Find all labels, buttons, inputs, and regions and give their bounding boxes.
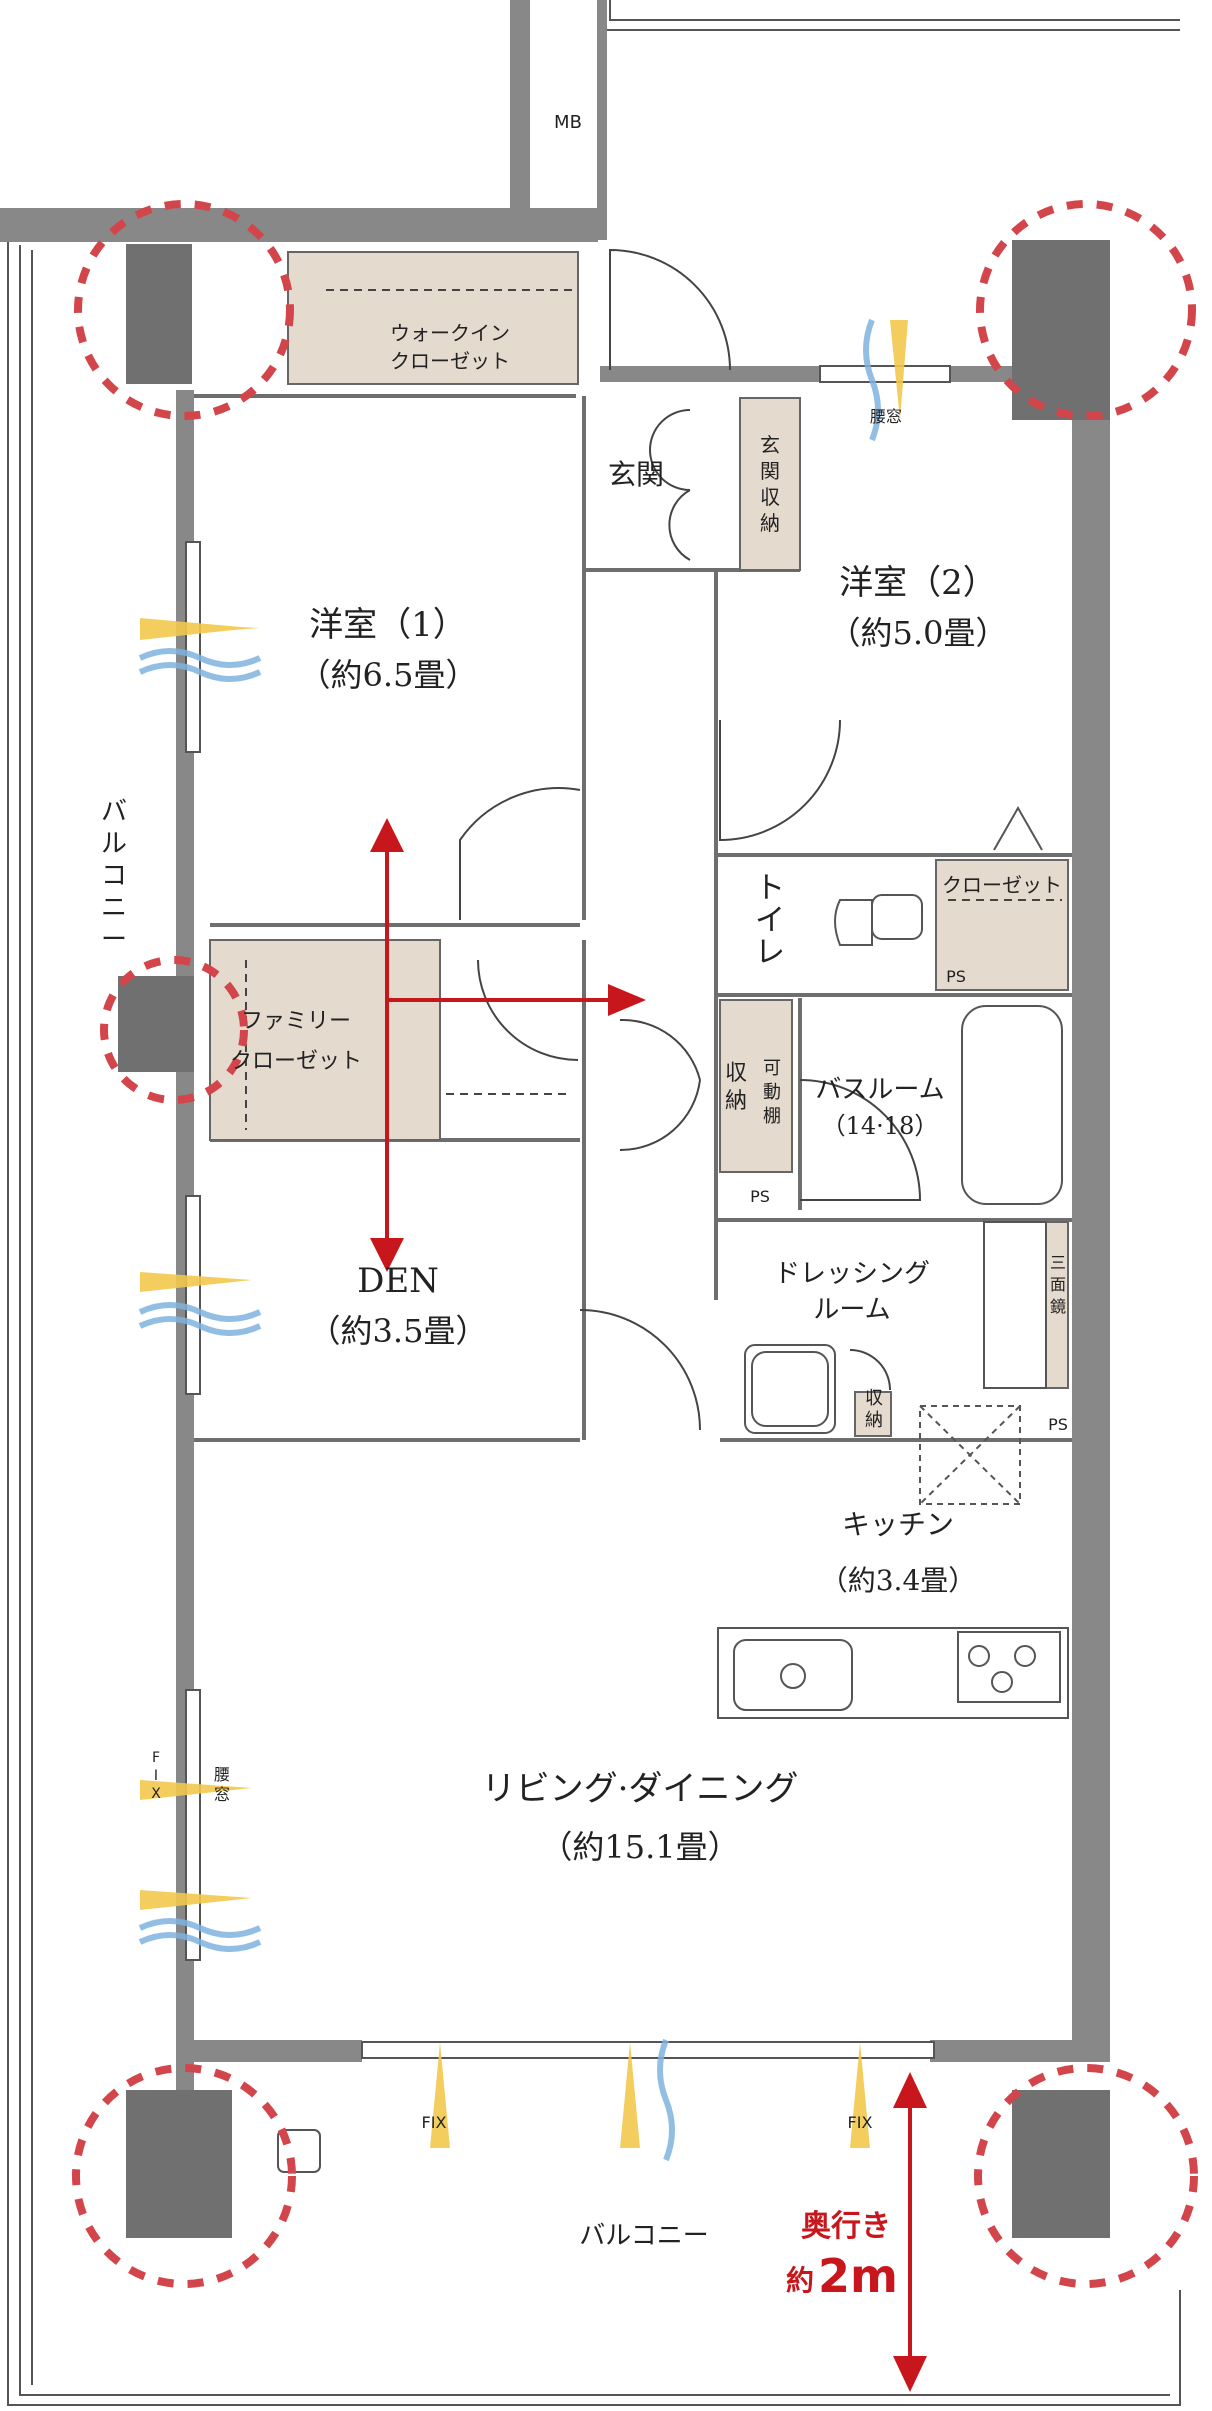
toilet-char: ト: [755, 871, 785, 906]
fix-char: I: [154, 1768, 158, 1784]
fixtures: [277, 805, 1069, 2173]
storage-b-char: 収: [865, 1388, 883, 1409]
walk-in-closet-area: [287, 251, 579, 385]
flow-arrows: [370, 818, 927, 2392]
toilet-char: レ: [755, 935, 785, 970]
balcony-left-char: バ: [101, 797, 127, 827]
closet-fills: [209, 251, 1069, 1437]
balcony-left-char: コ: [101, 861, 127, 891]
living-dining-size: （約15.1畳）: [540, 1828, 739, 1866]
family-closet-label: ファミリー: [241, 1009, 351, 1034]
balcony-left-char: ル: [101, 829, 127, 859]
mirror-char: 鏡: [1050, 1297, 1066, 1316]
fix-char: X: [151, 1786, 161, 1802]
fix-label: FIX: [848, 2113, 873, 2132]
genkan-storage-area: [739, 397, 801, 571]
light-symbols: [140, 320, 908, 2148]
depth-callout: 奥行き 約 2m: [786, 2209, 898, 2303]
bathroom-label: バスルーム: [815, 1075, 944, 1105]
storage-movable-char: 動: [763, 1082, 781, 1103]
dressing-room-label-2: ルーム: [813, 1295, 890, 1325]
western-room-1-label: 洋室（1）: [309, 605, 467, 645]
dressing-room-label: ドレッシング: [774, 1259, 930, 1289]
balcony-bottom-label: バルコニー: [579, 2221, 708, 2251]
depth-callout-title: 奥行き: [801, 2209, 891, 2244]
mb-label: MB: [554, 112, 582, 133]
family-closet-area: [209, 939, 441, 1141]
toilet-char: イ: [755, 903, 785, 938]
ps-label: PS: [1048, 1415, 1068, 1434]
western-room-1-size: （約6.5畳）: [299, 656, 478, 694]
storage-a-char: 納: [725, 1089, 747, 1114]
depth-callout-prefix: 約: [786, 2264, 814, 2297]
balcony-left-char: ニ: [101, 893, 127, 923]
balcony-left-char: ー: [101, 925, 127, 955]
wind-symbols: [138, 318, 881, 2162]
western-room-2-label: 洋室（2）: [839, 563, 997, 603]
koshimado-char: 窓: [214, 1785, 230, 1804]
door-swings: [459, 248, 922, 1431]
depth-callout-value: 2m: [818, 2249, 898, 2303]
storage-area: [719, 999, 793, 1173]
genkan-storage-char: 玄: [760, 433, 780, 457]
storage-movable-char: 可: [763, 1058, 781, 1079]
kitchen-size: （約3.4畳）: [820, 1564, 977, 1597]
genkan-storage-char: 納: [760, 511, 780, 535]
ps-label: PS: [750, 1187, 770, 1206]
storage-a-char: 収: [725, 1061, 747, 1086]
small-storage-area: [854, 1391, 892, 1437]
den-size: （約3.5畳）: [309, 1312, 488, 1350]
interior-partitions: [194, 394, 1072, 1442]
closet-area: [935, 859, 1069, 991]
fix-label: FIX: [422, 2113, 447, 2132]
fix-char: F: [152, 1750, 160, 1766]
storage-b-char: 納: [865, 1410, 883, 1431]
walk-in-closet-label: ウォークイン: [390, 321, 510, 345]
bathroom-size: （14·18）: [822, 1112, 939, 1140]
genkan-storage-char: 関: [760, 459, 780, 483]
column-markers: [72, 200, 1198, 2288]
koshimado-label: 腰窓: [870, 407, 902, 426]
mirror-char: 三: [1050, 1253, 1066, 1272]
closet-label: クローゼット: [942, 873, 1062, 897]
columns: [118, 240, 1110, 2238]
ps-label: PS: [946, 967, 966, 986]
mirror-char: 面: [1050, 1275, 1066, 1294]
kitchen-label: キッチン: [842, 1508, 954, 1541]
room-labels: ウォークイン クローゼット 玄関 玄 関 収 納 洋室（1） （約6.5畳） 洋…: [101, 321, 1066, 2251]
family-closet-label-2: クローゼット: [230, 1049, 362, 1074]
walk-in-closet-label-2: クローゼット: [390, 349, 510, 373]
small-labels: PS PS PS 腰窓 腰 窓 F I X FIX FIX: [151, 407, 1068, 2132]
genkan-label: 玄関: [608, 458, 664, 491]
western-room-2-size: （約5.0畳）: [829, 614, 1008, 652]
windows: [185, 365, 951, 2059]
genkan-storage-char: 収: [760, 485, 780, 509]
koshimado-char: 腰: [214, 1765, 230, 1784]
living-dining-label: リビング·ダイニング: [482, 1769, 799, 1809]
den-label: DEN: [357, 1261, 439, 1301]
storage-movable-char: 棚: [763, 1106, 781, 1127]
